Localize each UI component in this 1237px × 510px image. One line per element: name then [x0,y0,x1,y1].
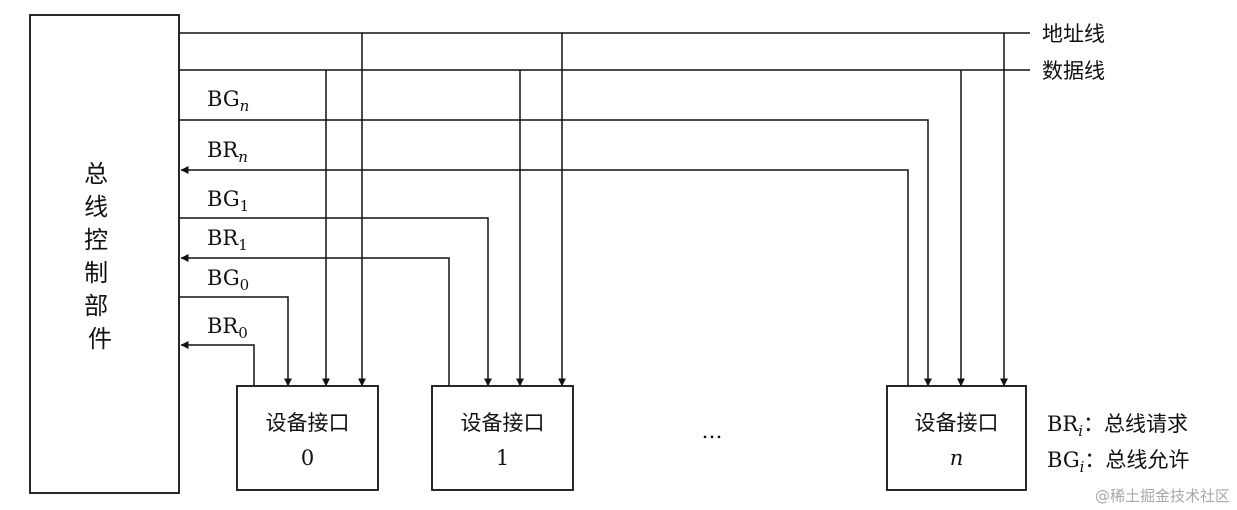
controller-char-1: 总 [84,160,108,188]
device-interface-1-box [431,385,574,491]
signal-br-0-base: BR [207,314,239,338]
controller-char-2: 线 [84,193,108,221]
signal-br-1-base: BR [207,226,239,250]
device-interface-1-title: 设备接口 [461,411,545,435]
signal-label-br-0: BR0 [207,314,248,342]
signal-bg-0-base: BG [207,266,240,290]
br-n-line [180,166,909,386]
legend-br-sub: i [1078,422,1083,440]
bg-0-line [179,296,292,387]
bg-1-line [179,217,492,387]
signal-label-br-n: BRn [207,138,248,166]
legend-br-text: ：总线请求 [1083,412,1188,436]
watermark-text: @稀土掘金技术社区 [1095,487,1230,505]
signal-br-1-sub: 1 [238,236,248,254]
signal-label-bg-1: BG1 [207,187,249,215]
signal-label-bg-n: BGn [207,87,249,115]
legend-bg-sub: i [1080,458,1085,476]
device-interface-0-title: 设备接口 [266,411,350,435]
signal-bg-0-sub: 0 [240,276,250,294]
device-ellipsis: … [702,419,723,443]
device-interface-0-box [236,385,379,491]
address-bus-label: 地址线 [1042,22,1105,46]
device-interface-1-index: 1 [496,446,509,470]
controller-char-6: 件 [88,325,112,353]
bg-n-line [179,119,932,387]
legend-bg-text: ：总线允许 [1084,448,1189,472]
device-interface-n-title: 设备接口 [915,411,999,435]
controller-char-5: 部 [84,292,108,320]
device-interface-n-box [886,385,1027,491]
br-0-line [180,341,255,386]
controller-char-4: 制 [84,259,108,287]
legend-br-base: BR [1047,412,1079,436]
signal-bg-n-sub: n [240,97,250,115]
legend-bus-request: BRi：总线请求 [1047,412,1188,440]
signal-bg-1-sub: 1 [240,197,250,215]
signal-br-n-sub: n [238,148,248,166]
signal-br-0-sub: 0 [238,324,248,342]
bus-controller-label: 总 线 控 制 部 件 [84,160,116,353]
signal-bg-n-base: BG [207,87,240,111]
legend-bus-grant: BGi：总线允许 [1047,448,1189,476]
signal-label-br-1: BR1 [207,226,248,254]
signal-bg-1-base: BG [207,187,240,211]
bus-controller-box [29,14,180,494]
controller-char-3: 控 [84,226,108,254]
signal-br-n-base: BR [207,138,239,162]
signal-label-bg-0: BG0 [207,266,249,294]
device-interface-0-index: 0 [301,446,314,470]
data-bus-label: 数据线 [1042,59,1105,83]
legend-bg-base: BG [1047,448,1080,472]
device-interface-n-index: n [950,446,964,470]
br-1-line [180,254,450,386]
